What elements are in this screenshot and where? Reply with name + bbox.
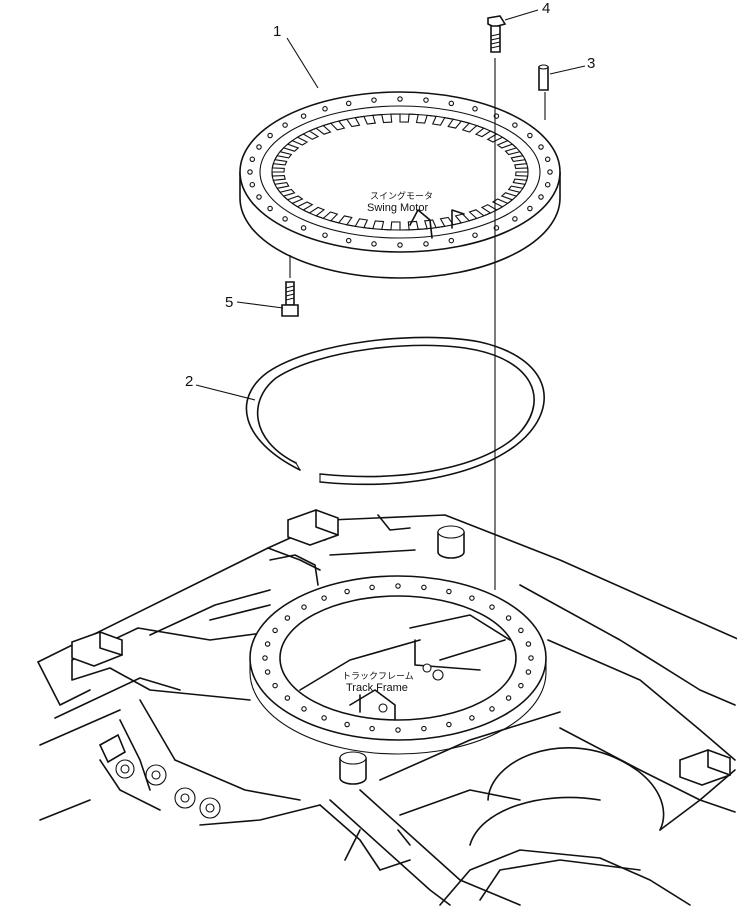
bolt-hole <box>446 588 452 595</box>
bolt-hole <box>284 615 291 621</box>
bolt-part-4 <box>487 15 507 53</box>
bolt-hole <box>262 655 268 661</box>
bolt-hole <box>369 584 375 591</box>
bolt-hole <box>247 169 253 175</box>
bolt-hole <box>300 225 307 231</box>
bolt-hole <box>301 706 307 712</box>
bolt-part-5 <box>281 281 299 317</box>
bolt-hole <box>395 583 401 589</box>
bolt-hole <box>282 216 288 222</box>
bolt-hole <box>301 604 307 610</box>
bolt-hole <box>321 715 327 721</box>
bolt-hole <box>538 194 544 200</box>
swing-motor-label-en: Swing Motor <box>367 202 428 214</box>
bolt-hole <box>518 682 524 689</box>
bolt-hole <box>256 194 262 200</box>
bolt-hole <box>322 232 328 238</box>
bolt-hole <box>518 627 524 634</box>
track-frame-label-en: Track Frame <box>346 682 408 694</box>
bolt-hole <box>284 695 291 701</box>
callouts: 1 2 3 4 5 <box>185 0 595 390</box>
bolt-hole <box>421 584 427 591</box>
bolt-hole <box>397 242 403 248</box>
callout-3: 3 <box>587 55 595 72</box>
bolt-hole <box>528 655 534 661</box>
callout-2: 2 <box>185 373 193 390</box>
bolt-hole <box>421 725 427 732</box>
bolt-hole <box>547 169 553 175</box>
bolt-hole <box>446 721 452 728</box>
bolt-hole <box>344 588 350 595</box>
track-frame-label-jp: トラックフレーム <box>342 671 414 681</box>
bolt-hole <box>489 604 495 610</box>
bolt-hole <box>264 669 271 675</box>
bolt-hole <box>371 241 377 247</box>
bolt-hole <box>527 205 533 212</box>
callout-1: 1 <box>273 23 281 40</box>
dowel-pin-part-3 <box>538 64 549 91</box>
bolt-holes-swing-circle <box>247 96 553 248</box>
bolt-hole <box>525 641 532 647</box>
bolt-hole <box>395 727 401 733</box>
bolt-hole <box>505 615 512 621</box>
bolt-hole <box>256 144 262 150</box>
bolt-hole <box>512 122 518 128</box>
bolt-hole <box>527 132 533 139</box>
snap-ring <box>245 336 545 485</box>
component-labels: スイングモータ Swing Motor トラックフレーム Track Frame <box>342 190 433 694</box>
bolt-hole <box>525 669 532 675</box>
bolt-hole <box>489 706 495 712</box>
bolt-hole <box>371 97 377 103</box>
bolt-hole <box>448 237 455 244</box>
bolt-hole <box>538 144 544 150</box>
bolt-hole <box>512 216 518 222</box>
bolt-hole <box>369 725 375 732</box>
bolt-hole <box>423 241 429 247</box>
bolt-hole <box>397 96 403 102</box>
bolt-hole <box>469 715 475 721</box>
bolt-hole <box>544 156 551 163</box>
bolt-holes-frame <box>262 583 534 733</box>
bolt-hole <box>544 181 551 188</box>
bolt-hole <box>272 682 278 689</box>
swing-motor-label-jp: スイングモータ <box>370 190 433 201</box>
gear-teeth-profile <box>271 113 529 231</box>
bolt-hole <box>249 181 256 188</box>
bolt-hole <box>321 595 327 601</box>
bolt-hole <box>322 106 328 112</box>
leader-lines <box>195 9 586 401</box>
bolt-hole <box>272 627 278 634</box>
bolt-hole <box>472 106 478 112</box>
internal-gear-teeth <box>271 113 529 231</box>
bolt-hole <box>345 237 352 244</box>
bolt-hole <box>267 205 273 212</box>
bolt-hole <box>469 595 475 601</box>
swing-circle-bearing <box>239 91 561 279</box>
bolt-hole <box>249 156 256 163</box>
bolt-hole <box>472 232 478 238</box>
bolt-hole <box>345 100 352 107</box>
track-frame <box>37 509 737 906</box>
bolt-hole <box>264 641 271 647</box>
bolt-hole <box>423 97 429 103</box>
bolt-hole <box>344 721 350 728</box>
alignment-lines <box>289 58 546 590</box>
bolt-hole <box>505 695 512 701</box>
bolt-hole <box>448 100 455 107</box>
bolt-hole <box>267 132 273 139</box>
bolt-hole <box>300 113 307 119</box>
bolt-hole <box>282 122 288 128</box>
callout-5: 5 <box>225 294 233 311</box>
callout-4: 4 <box>542 0 550 17</box>
frame-mounting-ring <box>249 575 547 755</box>
